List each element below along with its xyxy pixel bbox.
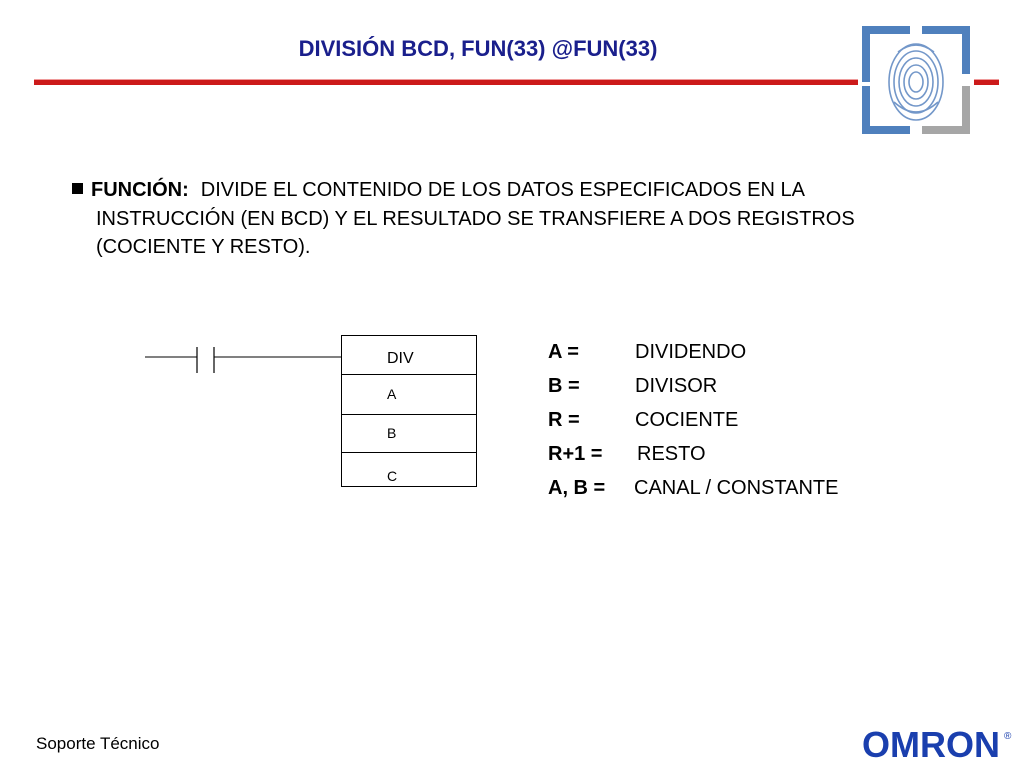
title-divider bbox=[34, 79, 999, 85]
instruction-opcode: DIV bbox=[387, 350, 414, 367]
function-label: FUNCIÓN: bbox=[91, 179, 189, 201]
operand-a: A bbox=[387, 386, 397, 402]
legend-key: R+1 = bbox=[548, 443, 603, 465]
legend-key: B = bbox=[548, 375, 580, 397]
bullet-icon bbox=[72, 183, 83, 194]
legend-key: A = bbox=[548, 341, 579, 363]
operand-a-cell: A bbox=[342, 375, 476, 415]
instruction-opcode-cell: DIV bbox=[342, 336, 476, 375]
description-line-2: INSTRUCCIÓN (EN BCD) Y EL RESULTADO SE T… bbox=[96, 207, 855, 230]
omron-logo: OMRON ® bbox=[862, 724, 1017, 765]
legend-value: RESTO bbox=[637, 443, 706, 465]
description-line-3: (COCIENTE Y RESTO). bbox=[96, 236, 311, 258]
operand-b: B bbox=[387, 425, 397, 441]
legend-value: CANAL / CONSTANTE bbox=[634, 477, 839, 499]
operand-c: C bbox=[387, 468, 398, 484]
registered-mark: ® bbox=[1004, 731, 1012, 742]
legend-value: DIVIDENDO bbox=[635, 341, 747, 363]
operand-b-cell: B bbox=[342, 415, 476, 453]
operand-c-cell: C bbox=[342, 453, 476, 487]
footer-text: Soporte Técnico bbox=[36, 734, 160, 753]
legend-key: R = bbox=[548, 409, 580, 431]
fingerprint-logo bbox=[858, 22, 974, 138]
description-line-1: DIVIDE EL CONTENIDO DE LOS DATOS ESPECIF… bbox=[200, 179, 805, 201]
function-description: FUNCIÓN: DIVIDE EL CONTENIDO DE LOS DATOS… bbox=[72, 176, 972, 262]
fingerprint-icon bbox=[862, 26, 970, 134]
legend-value: DIVISOR bbox=[635, 375, 718, 397]
div-instruction-block: DIV A B C bbox=[341, 335, 477, 487]
legend-value: COCIENTE bbox=[635, 409, 739, 431]
brand-name: OMRON bbox=[862, 725, 1000, 765]
legend-key: A, B = bbox=[548, 477, 606, 499]
page-title: DIVISIÓN BCD, FUN(33) @FUN(33) bbox=[298, 36, 658, 61]
